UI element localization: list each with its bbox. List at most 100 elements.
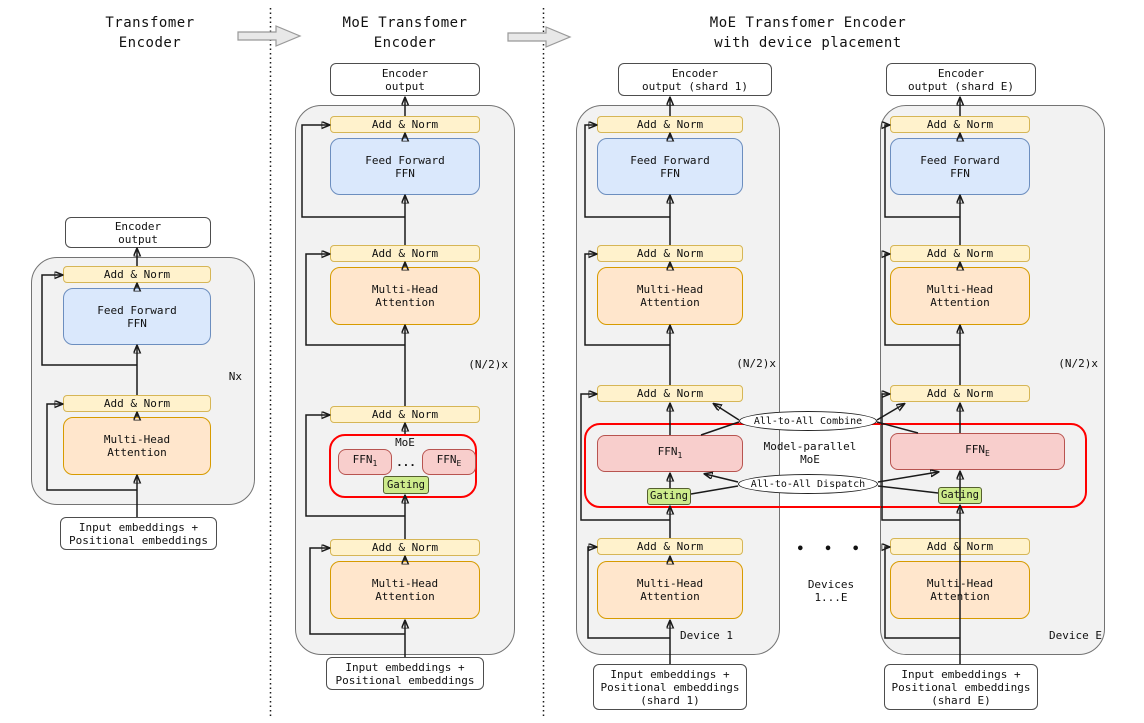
repeat-count-label-deviceE: (N/2)x bbox=[1058, 357, 1098, 370]
deviceE-label: Device E bbox=[1049, 629, 1102, 642]
model-parallel-line2: MoE bbox=[800, 453, 820, 466]
feed-forward-box: Feed Forward FFN bbox=[330, 138, 480, 195]
add-norm-box: Add & Norm bbox=[890, 538, 1030, 555]
add-norm-box: Add & Norm bbox=[890, 245, 1030, 262]
multi-head-attention-box: Multi-Head Attention bbox=[63, 417, 211, 475]
diagram2-title-line1: MoE Transfomer bbox=[342, 15, 468, 31]
input-embeddings-box-d1: Input embeddings + Positional embeddings bbox=[60, 517, 217, 550]
multi-head-line1: Multi-Head bbox=[371, 577, 439, 590]
ffn-expert-E-box: FFNE bbox=[890, 433, 1065, 470]
multi-head-line1: Multi-Head bbox=[926, 283, 994, 296]
multi-head-line2: Attention bbox=[640, 590, 700, 603]
diagram1-title-line2: Encoder bbox=[118, 35, 182, 51]
encoder-output-box-shard1: Encoder output (shard 1) bbox=[618, 63, 772, 96]
multi-head-attention-box: Multi-Head Attention bbox=[890, 267, 1030, 325]
add-norm-box: Add & Norm bbox=[597, 538, 743, 555]
feed-forward-box: Feed Forward FFN bbox=[890, 138, 1030, 195]
input-embeddings-line1: Input embeddings + bbox=[345, 660, 465, 674]
gating-label: Gating bbox=[941, 489, 979, 501]
encoder-output-line2: output (shard E) bbox=[908, 79, 1014, 93]
model-parallel-moe-label: Model-parallel MoE bbox=[758, 440, 862, 466]
multi-head-attention-box: Multi-Head Attention bbox=[330, 561, 480, 619]
multi-head-attention-box: Multi-Head Attention bbox=[597, 267, 743, 325]
repeat-count-label-device1: (N/2)x bbox=[736, 357, 776, 370]
add-norm-box: Add & Norm bbox=[63, 395, 211, 412]
repeat-count-label-d1: Nx bbox=[228, 370, 242, 383]
input-embeddings-line2: Positional embeddings bbox=[600, 680, 740, 694]
ffn-expert-E-box: FFNE bbox=[422, 449, 476, 475]
add-norm-box: Add & Norm bbox=[330, 116, 480, 133]
input-embeddings-box-shardE: Input embeddings + Positional embeddings… bbox=[884, 664, 1038, 710]
repeat-count-label-d2: (N/2)x bbox=[468, 358, 508, 371]
ffn-expert-base: FFN bbox=[965, 442, 986, 456]
device1-label: Device 1 bbox=[680, 629, 733, 642]
input-embeddings-line1: Input embeddings + bbox=[610, 667, 730, 681]
devices-ellipsis: • • • bbox=[796, 542, 866, 557]
ffn-expert-sub: 1 bbox=[677, 451, 683, 461]
gating-box: Gating bbox=[938, 487, 982, 504]
feed-forward-box: Feed Forward FFN bbox=[597, 138, 743, 195]
feed-forward-line1: Feed Forward bbox=[365, 153, 445, 167]
add-norm-box: Add & Norm bbox=[63, 266, 211, 283]
input-embeddings-line2: Positional embeddings bbox=[68, 533, 209, 547]
moe-label: MoE bbox=[395, 436, 415, 449]
encoder-output-line2: output bbox=[385, 79, 425, 93]
feed-forward-line1: Feed Forward bbox=[920, 153, 1000, 167]
add-norm-box: Add & Norm bbox=[597, 116, 743, 133]
model-parallel-line1: Model-parallel bbox=[763, 440, 857, 453]
gating-box: Gating bbox=[383, 476, 429, 494]
feed-forward-line2: FFN bbox=[127, 316, 147, 330]
all-to-all-dispatch-label: All-to-All Dispatch bbox=[750, 478, 866, 490]
encoder-output-line2: output (shard 1) bbox=[642, 79, 748, 93]
add-norm-label: Add & Norm bbox=[636, 247, 704, 260]
input-embeddings-line1: Input embeddings + bbox=[901, 667, 1021, 681]
multi-head-attention-box: Multi-Head Attention bbox=[330, 267, 480, 325]
multi-head-line1: Multi-Head bbox=[103, 433, 171, 446]
multi-head-line2: Attention bbox=[930, 296, 990, 309]
add-norm-label: Add & Norm bbox=[371, 408, 439, 421]
feed-forward-line2: FFN bbox=[950, 166, 970, 180]
encoder-output-box-d2: Encoder output bbox=[330, 63, 480, 96]
diagram3-title: MoE Transfomer Encoder with device place… bbox=[648, 13, 968, 53]
ffn-expert-base: FFN bbox=[352, 453, 373, 467]
input-embeddings-line1: Input embeddings + bbox=[78, 520, 199, 534]
diagram3-title-line1: MoE Transfomer Encoder bbox=[709, 15, 907, 31]
diagram3-title-line2: with device placement bbox=[714, 35, 902, 51]
encoder-output-box-d1: Encoder output bbox=[65, 217, 211, 248]
diagram1-title: Transfomer Encoder bbox=[58, 13, 242, 53]
input-embeddings-line3: (shard E) bbox=[931, 693, 991, 707]
right-arrow-icon bbox=[507, 26, 572, 48]
add-norm-label: Add & Norm bbox=[636, 540, 704, 553]
multi-head-line2: Attention bbox=[930, 590, 990, 603]
input-embeddings-line3: (shard 1) bbox=[640, 693, 700, 707]
add-norm-box: Add & Norm bbox=[330, 245, 480, 262]
add-norm-label: Add & Norm bbox=[371, 541, 439, 554]
add-norm-label: Add & Norm bbox=[371, 118, 439, 131]
feed-forward-line1: Feed Forward bbox=[630, 153, 710, 167]
devices-range-line2: 1...E bbox=[814, 591, 848, 604]
multi-head-line1: Multi-Head bbox=[371, 283, 439, 296]
diagram1-title-line1: Transfomer bbox=[105, 15, 195, 31]
multi-head-line1: Multi-Head bbox=[926, 577, 994, 590]
ffn-expert-sub: E bbox=[456, 459, 462, 469]
multi-head-line1: Multi-Head bbox=[636, 283, 704, 296]
input-embeddings-box-shard1: Input embeddings + Positional embeddings… bbox=[593, 664, 747, 710]
input-embeddings-line2: Positional embeddings bbox=[335, 673, 475, 687]
add-norm-label: Add & Norm bbox=[926, 540, 994, 553]
ffn-expert-base: FFN bbox=[657, 444, 678, 458]
multi-head-attention-box: Multi-Head Attention bbox=[890, 561, 1030, 619]
all-to-all-combine-label: All-to-All Combine bbox=[753, 415, 863, 427]
add-norm-box: Add & Norm bbox=[597, 385, 743, 402]
multi-head-line2: Attention bbox=[375, 296, 435, 309]
add-norm-box: Add & Norm bbox=[330, 406, 480, 423]
multi-head-attention-box: Multi-Head Attention bbox=[597, 561, 743, 619]
encoder-output-line1: Encoder bbox=[671, 66, 719, 80]
encoder-output-line1: Encoder bbox=[381, 66, 429, 80]
encoder-output-box-shardE: Encoder output (shard E) bbox=[886, 63, 1036, 96]
add-norm-label: Add & Norm bbox=[103, 397, 171, 410]
diagram2-title: MoE Transfomer Encoder bbox=[318, 13, 492, 53]
experts-ellipsis: ... bbox=[396, 456, 416, 469]
encoder-output-line1: Encoder bbox=[937, 66, 985, 80]
feed-forward-line2: FFN bbox=[660, 166, 680, 180]
